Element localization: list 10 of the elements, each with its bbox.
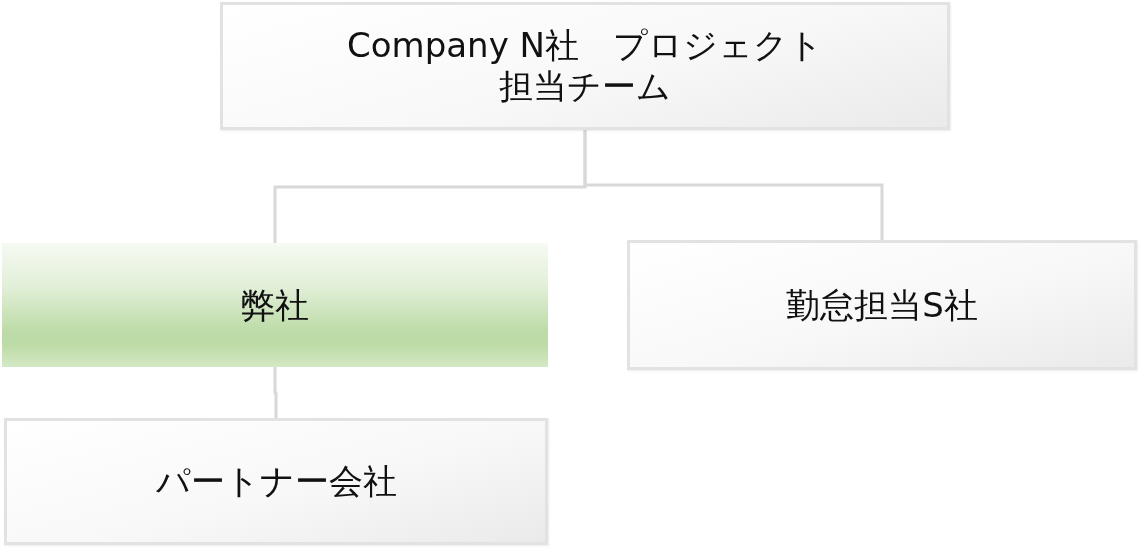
org-label: 弊社: [241, 284, 309, 326]
org-label: パートナー会社: [155, 461, 397, 502]
org-box: [220, 2, 950, 130]
connector-line: [273, 367, 278, 418]
org-box: [4, 418, 548, 545]
highlighted-org-box: [2, 243, 548, 367]
org-box: [627, 240, 1137, 370]
org-label: 勤怠担当S社: [786, 284, 978, 326]
connector-line: [583, 130, 884, 240]
org-label: Company N社 プロジェクト担当チーム: [346, 25, 824, 107]
